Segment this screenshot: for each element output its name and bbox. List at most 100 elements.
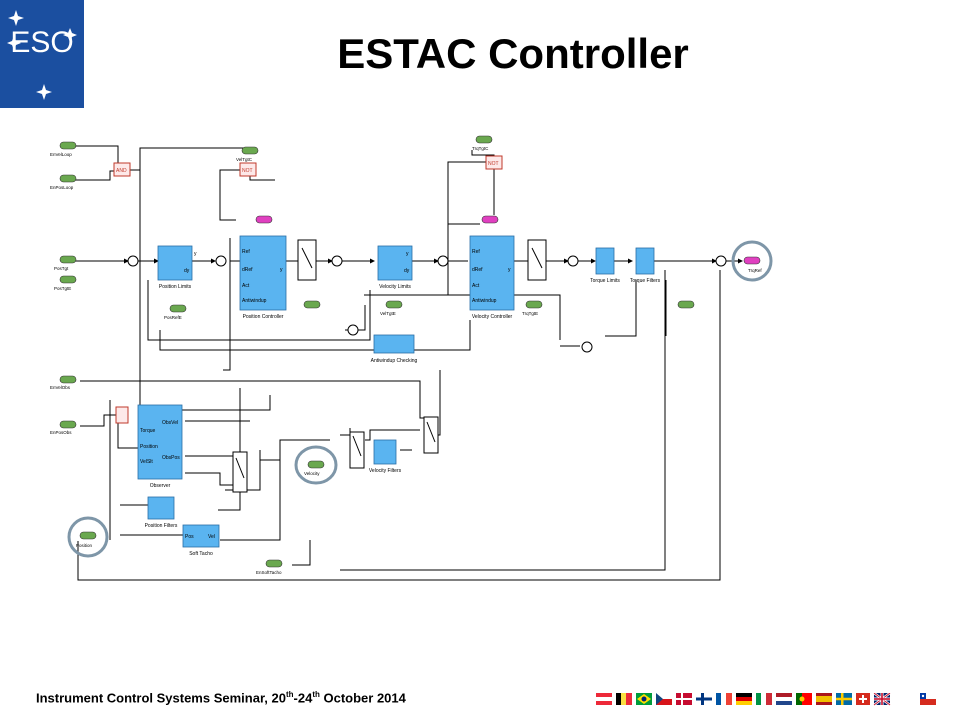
obs-port-velslt: VelSlt: [140, 459, 153, 465]
velocity-filters-block: [373, 439, 397, 465]
vellim-port-dy: dy: [404, 268, 410, 274]
label-envelloop: EnVelLoop: [50, 152, 72, 157]
poslim-port-dy: dy: [184, 268, 190, 274]
label-velocity: Velocity: [304, 471, 320, 476]
eso-logo: ESO: [0, 0, 84, 108]
tacho-port-pos: Pos: [185, 534, 194, 540]
input-envelloop: [59, 141, 77, 150]
port-posref: [255, 215, 273, 224]
input-postgte: [59, 275, 77, 284]
flag-chile-icon: [920, 693, 936, 705]
label-velocity-filters: Velocity Filters: [369, 468, 402, 474]
label-veltgte: VelTgtE: [380, 311, 396, 316]
label-postgte: PosTgtE: [54, 286, 71, 291]
label-position: Position: [76, 543, 93, 548]
footer-suffix: October 2014: [319, 690, 406, 706]
position-controller-block: [239, 235, 287, 311]
footer-text: Instrument Control Systems Seminar, 20th…: [36, 690, 406, 705]
flag-denmark-icon: [676, 693, 692, 705]
antiwindup-checking-block: [373, 334, 415, 354]
velctl-port-aw: Antiwindup: [472, 298, 497, 304]
flag-portugal-icon: [796, 693, 812, 705]
velocity-limits-block: [377, 245, 413, 281]
port-velref: [481, 215, 499, 224]
member-flags: [596, 693, 936, 706]
posctl-port-aw: Antiwindup: [242, 298, 267, 304]
label-trqtgtc: TrqTgtC: [472, 146, 489, 151]
flag-finland-icon: [696, 693, 712, 705]
posctl-port-ref: Ref: [242, 249, 250, 255]
not-label-1: NOT: [242, 168, 253, 174]
label-velocity-limits: Velocity Limits: [379, 284, 411, 290]
input-postgt: [59, 255, 77, 264]
output-trqref: [743, 256, 761, 265]
flag-switzerland-icon: [856, 693, 870, 705]
position-filters-block: [147, 496, 175, 520]
vellim-port-y: y: [406, 251, 409, 257]
torque-filters-block: [635, 247, 655, 275]
not-gate-1: [239, 162, 257, 177]
label-trqref: TrqRef: [748, 268, 762, 273]
posctl-port-act: Act: [242, 283, 250, 289]
obs-port-obsvel: ObsVel: [162, 420, 178, 426]
velocity-controller-block: [469, 235, 515, 311]
label-position-filters: Position Filters: [145, 523, 178, 529]
obs-select: [115, 406, 129, 424]
velctl-port-act: Act: [472, 283, 480, 289]
highlight-circle-output: [731, 240, 773, 282]
input-trqtgte: [525, 300, 543, 309]
velctl-port-dref: dRef: [472, 267, 483, 273]
flag-czech-icon: [656, 693, 672, 705]
highlight-circle-velocity: [294, 445, 338, 485]
flag-belgium-icon: [616, 693, 632, 705]
tacho-port-vel: Vel: [208, 534, 215, 540]
footer-sup-2: th: [312, 690, 320, 699]
and-label: AND: [116, 168, 127, 174]
torque-limits-block: [595, 247, 615, 275]
flag-brazil-icon: [636, 693, 652, 705]
flag-sweden-icon: [836, 693, 852, 705]
not-label-2: NOT: [488, 161, 499, 167]
flag-spain-icon: [816, 693, 832, 705]
label-ensofttacho: EnSoftTacho: [256, 570, 282, 575]
input-trqtgtc: [475, 135, 493, 144]
flag-uk-icon: [873, 693, 891, 706]
footer-prefix: Instrument Control Systems Seminar, 20: [36, 690, 286, 706]
label-envelobs: EnVelObs: [50, 385, 71, 390]
footer-sup-1: th: [285, 690, 294, 699]
obs-port-position: Position: [140, 444, 158, 450]
not-gate-2: [485, 155, 503, 170]
label-enposobs: EnPosObs: [50, 430, 72, 435]
label-postgt: PosTgt: [54, 266, 69, 271]
label-position-limits: Position Limits: [159, 284, 192, 290]
input-envelobs: [59, 375, 77, 384]
slide-title: ESTAC Controller: [337, 30, 689, 77]
flag-netherlands-icon: [776, 693, 792, 705]
input-ensofttacho: [265, 559, 283, 568]
velctl-port-y: y: [508, 267, 511, 273]
label-trqtgte: TrqTgtE: [522, 311, 538, 316]
label-soft-tacho: Soft Tacho: [189, 551, 213, 557]
label-velocity-controller: Velocity Controller: [472, 314, 513, 320]
highlight-circle-position: [67, 516, 109, 558]
poslim-port-y: y: [194, 251, 197, 257]
label-veltgtc: VelTgtC: [236, 157, 253, 162]
obs-port-torque: Torque: [140, 428, 156, 434]
input-posrefe: [169, 304, 187, 313]
input-trqtgt-e2: [677, 300, 695, 309]
footer-sep: -24: [293, 690, 313, 706]
posctl-port-y: y: [280, 267, 283, 273]
obs-port-obspos: ObsPos: [162, 455, 180, 461]
soft-tacho-block: [182, 524, 220, 548]
flag-france-icon: [716, 693, 732, 705]
eso-logo-graphic: ESO: [7, 10, 77, 100]
flag-austria-icon: [596, 693, 612, 705]
posctl-port-dref: dRef: [242, 267, 253, 273]
input-veltgte: [385, 300, 403, 309]
label-torque-limits: Torque Limits: [590, 278, 620, 284]
observer-block: [137, 404, 183, 480]
input-position: [79, 531, 97, 540]
label-posrefe: PosRefE: [164, 315, 182, 320]
label-antiwindup-checking: Antiwindup Checking: [371, 358, 418, 364]
logo-text: ESO: [10, 26, 73, 59]
